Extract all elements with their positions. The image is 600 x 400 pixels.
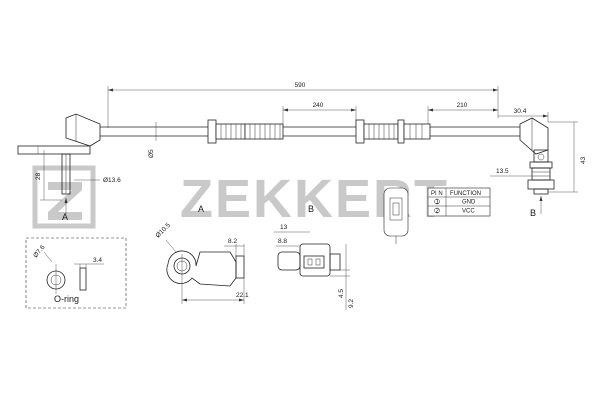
top-dimensions: 590 240 210 30.4 <box>107 82 549 128</box>
dim-flange-length: 22.1 <box>236 292 249 299</box>
table-header-function: FUNCTION <box>450 191 481 197</box>
view-a-section: A Ø10.5 8.2 22.1 <box>154 204 249 304</box>
pin-function-table: PI N FUNCTION 1 GND 2 VCC <box>383 187 491 244</box>
dim-oring-diameter: Ø7.6 <box>32 244 47 260</box>
dim-cable-diameter: Ø5 <box>148 149 155 158</box>
oring-detail: Ø7.6 3.4 O-ring <box>25 237 127 309</box>
table-header-pin: PI N <box>431 191 443 197</box>
dim-connector-height: 43 <box>580 156 587 164</box>
dim-sensor-height: 28 <box>35 172 42 180</box>
sensor-head: 28 Ø13.6 A <box>17 113 121 222</box>
table-row-2-pin: 2 <box>436 209 440 215</box>
dim-hole-diameter: Ø10.5 <box>154 222 172 240</box>
logo-frame <box>32 165 96 229</box>
dim-flange-width: 8.2 <box>228 238 237 245</box>
dim-sensor-diameter: Ø13.6 <box>103 177 121 184</box>
dim-overall-length: 590 <box>295 82 306 89</box>
cable-protective-sleeve-1 <box>244 123 284 140</box>
sensor-cable: Ø5 <box>100 122 520 158</box>
oring-label: O-ring <box>54 294 79 304</box>
dim-middle-length: 240 <box>313 102 324 109</box>
dim-oring-thickness: 3.4 <box>93 257 102 264</box>
dim-plug-height: 9.2 <box>348 299 355 308</box>
table-row-1-pin: 1 <box>436 200 440 206</box>
cable-grommet-1 <box>207 119 246 144</box>
sensor-connector: 43 13.5 B <box>490 117 587 218</box>
table-row-2-function: VCC <box>462 209 475 215</box>
dim-connector-offset: 13.5 <box>496 168 509 175</box>
table-row-1-function: GND <box>462 200 476 206</box>
dim-pin-gap: 4.5 <box>338 289 345 298</box>
view-b-arrow-label: B <box>530 208 536 218</box>
brand-name: ZEKKERT <box>180 169 449 229</box>
view-a-arrow-label: A <box>62 212 68 222</box>
view-b-title: B <box>308 204 314 214</box>
dim-plug-depth: 8.8 <box>278 238 287 245</box>
dim-end-length: 210 <box>457 102 468 109</box>
view-b-section: B 13 8.8 4.5 9.2 <box>274 204 355 310</box>
logo-z-mark <box>48 182 82 220</box>
view-a-title: A <box>198 204 204 214</box>
dim-offset-right: 30.4 <box>514 108 527 115</box>
cable-grommet-2 <box>355 119 431 144</box>
dim-plug-width: 13 <box>280 224 288 231</box>
